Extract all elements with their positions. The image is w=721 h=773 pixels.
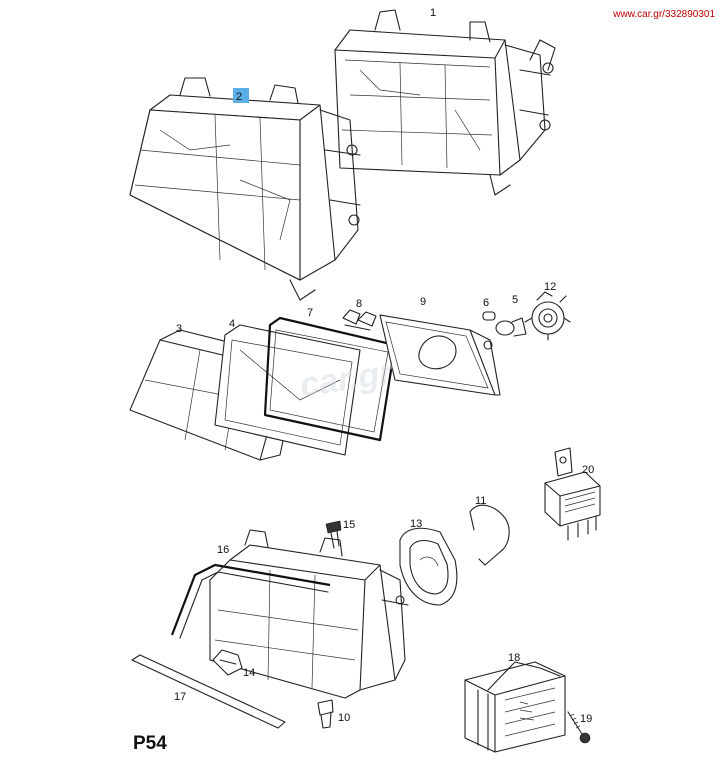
part-2-headlamp-assembly [129,77,361,301]
callout-20: 20 [582,464,594,476]
callout-10: 10 [338,712,350,724]
callout-17: 17 [174,691,186,703]
callout-9: 9 [420,296,426,308]
callout-1: 1 [430,7,436,19]
part-13-cover [399,527,458,606]
part-14-clip [212,649,243,676]
part-9-reflector [379,314,501,396]
callout-16: 16 [217,544,229,556]
part-8-clips [342,309,377,331]
part-12-socket [524,291,571,341]
callout-11: 11 [475,495,486,507]
part-4-lens-frame [214,324,361,456]
callout-labels: 1 2 3 4 5 6 7 8 9 10 11 12 13 14 15 16 1… [174,7,594,725]
part-11-spring-clip [469,504,510,566]
callout-7: 7 [307,307,313,319]
part-18-control-unit [464,661,566,753]
part-1-headlamp-assembly [334,9,556,196]
callout-4: 4 [229,318,235,330]
callout-2-highlight [233,88,249,103]
part-17-trim-strip [131,654,286,729]
part-6-bulb [482,311,496,321]
part-20-relay [544,447,601,541]
part-16-headlamp-trim [170,529,409,699]
callout-8: 8 [356,298,362,310]
callout-14: 14 [243,667,255,679]
page-code: P54 [133,733,167,754]
callout-12: 12 [544,281,556,293]
callout-18: 18 [508,652,520,664]
part-5-bulb [495,317,527,337]
callout-15: 15 [343,519,355,531]
part-10-plug [317,699,334,729]
listing-watermark: www.car.gr/332890301 [613,9,715,20]
callout-5: 5 [512,294,518,306]
part-15-screw [325,520,342,549]
callout-2: 2 [236,91,242,103]
callout-3: 3 [176,323,182,335]
part-19-bolt [567,711,591,744]
part-7-seal [263,316,397,442]
callout-19: 19 [580,713,592,725]
callout-6: 6 [483,297,489,309]
callout-13: 13 [410,518,422,530]
